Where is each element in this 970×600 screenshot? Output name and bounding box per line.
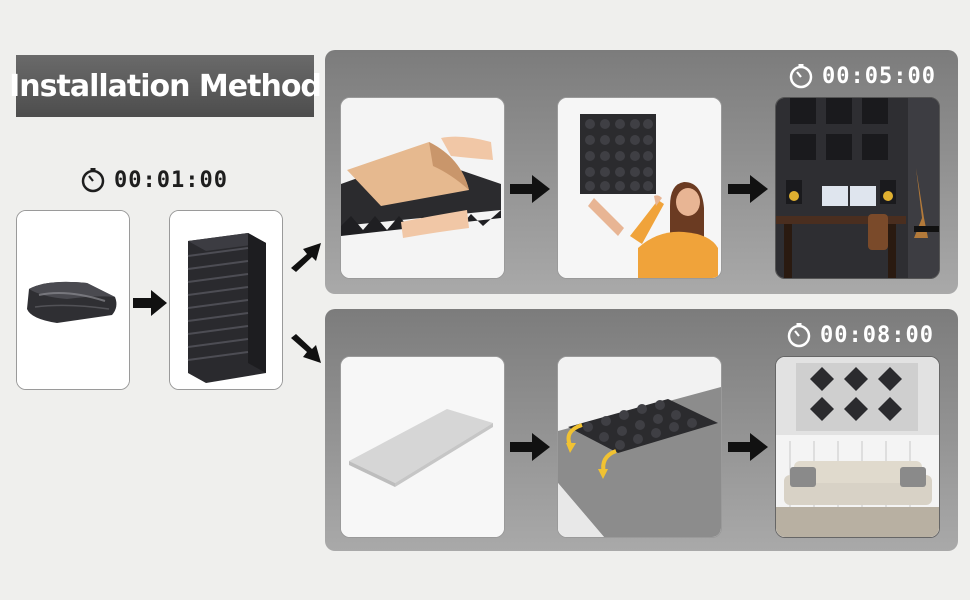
step-glue-foam	[557, 356, 722, 538]
studio-result-image	[776, 98, 939, 278]
arrow-right-icon	[510, 175, 550, 203]
stopwatch-icon	[789, 64, 813, 89]
peel-adhesive-image	[341, 98, 504, 278]
flat-sheet-image	[341, 357, 504, 537]
timer-bottom: 00:08:00	[786, 322, 934, 348]
timer-top-text: 00:05:00	[822, 63, 936, 89]
press-on-wall-image	[558, 98, 721, 278]
step-press-on-wall	[557, 97, 722, 279]
step-living-room-result	[775, 356, 940, 538]
step-foam-stack	[169, 210, 283, 390]
stopwatch-icon	[787, 323, 811, 348]
step-packaged-foam	[16, 210, 130, 390]
packaged-foam-image	[17, 211, 129, 389]
foam-stack-image	[170, 211, 282, 389]
step-flat-sheet	[340, 356, 505, 538]
timer-start-text: 00:01:00	[114, 167, 228, 193]
step-studio-result	[775, 97, 940, 279]
step-peel-adhesive	[340, 97, 505, 279]
arrow-right-icon	[728, 433, 768, 461]
timer-bottom-text: 00:08:00	[820, 322, 934, 348]
arrow-right-icon	[510, 433, 550, 461]
arrow-down-right-icon	[287, 332, 323, 366]
glue-foam-image	[558, 357, 721, 537]
arrow-right-icon	[133, 290, 167, 316]
living-room-result-image	[776, 357, 939, 537]
arrow-up-right-icon	[287, 240, 323, 274]
page-title: Installation Method	[9, 68, 322, 104]
timer-start: 00:01:00	[80, 167, 228, 193]
timer-top: 00:05:00	[788, 63, 936, 89]
stopwatch-icon	[81, 168, 105, 193]
title-banner: Installation Method	[9, 55, 322, 117]
arrow-right-icon	[728, 175, 768, 203]
